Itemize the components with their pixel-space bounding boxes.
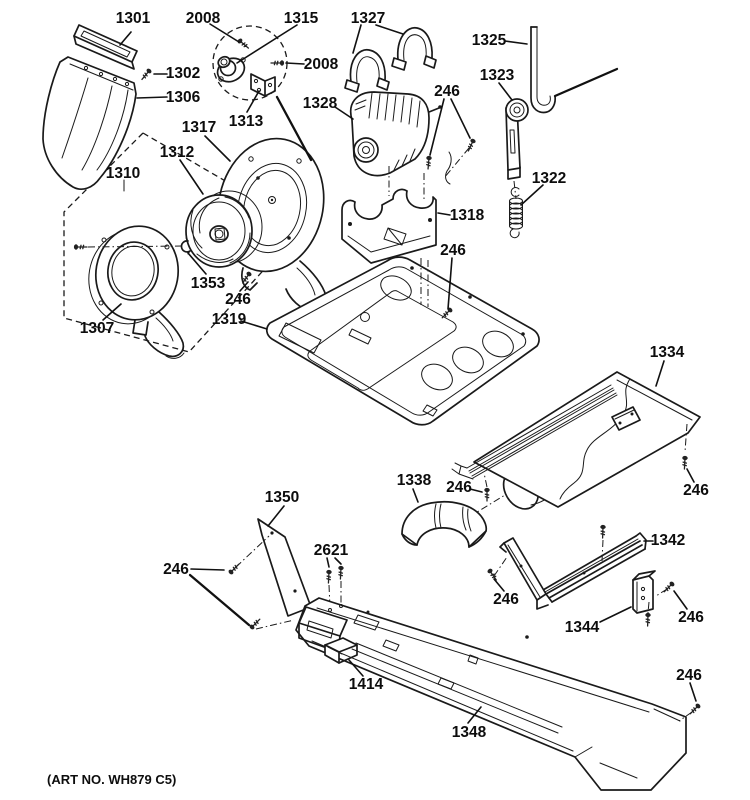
callout-246-bracket: 246 (678, 609, 704, 626)
screw-246-blower (242, 271, 252, 284)
screw-2008-left (237, 38, 250, 49)
callout-1307: 1307 (80, 320, 114, 337)
callout-246-left: 246 (163, 561, 189, 578)
screw-246-bracket-bottom (645, 612, 651, 627)
callout-1322: 1322 (532, 170, 566, 187)
callout-1353: 1353 (191, 275, 226, 292)
callout-1323: 1323 (480, 67, 515, 84)
callout-1414: 1414 (349, 676, 384, 693)
callout-1312: 1312 (160, 144, 194, 161)
screw-246-duct (484, 487, 490, 502)
callout-1325: 1325 (472, 32, 507, 49)
part-1325-drive-belt (530, 26, 619, 114)
callout-1348: 1348 (452, 724, 487, 741)
part-1344-bracket (632, 570, 668, 614)
callout-1338: 1338 (397, 472, 432, 489)
callout-1318: 1318 (450, 207, 485, 224)
assembly-line-246-bottom (678, 711, 693, 722)
screw-246-platform (441, 307, 453, 319)
part-1319-platform (266, 256, 540, 426)
part-1322-idler-spring (509, 187, 523, 239)
part-1306-lint-chute (42, 56, 137, 190)
assembly-line-246-motor (443, 147, 470, 179)
callout-246-bottom-right: 246 (676, 667, 702, 684)
screw-246-rail-left (487, 568, 497, 581)
screw-246-motor-right (467, 138, 476, 152)
part-1342-rail (493, 532, 647, 610)
callout-1315: 1315 (284, 10, 319, 27)
callout-1350: 1350 (265, 489, 299, 506)
callout-1319: 1319 (212, 311, 247, 328)
part-1414-block (324, 637, 358, 664)
callout-labels: 1301 2008 1315 1327 1325 1302 2008 1323 … (80, 10, 710, 741)
leader-lines (102, 23, 697, 724)
callout-1328: 1328 (303, 95, 338, 112)
callout-1342: 1342 (651, 532, 685, 549)
screws-2621 (326, 565, 344, 609)
screw-246-plate (228, 563, 240, 575)
part-1328-drive-motor (349, 91, 452, 201)
part-1318-heater-bracket (341, 188, 437, 264)
callout-2621: 2621 (314, 542, 349, 559)
screw-246-panel-right (682, 455, 688, 470)
part-1301-seal-strip (73, 24, 138, 70)
callout-246-rail: 246 (493, 591, 519, 608)
callout-1306: 1306 (166, 89, 201, 106)
part-1334-duct-panel (451, 371, 701, 518)
callout-246-platform: 246 (440, 242, 466, 259)
callout-2008-right: 2008 (304, 56, 339, 73)
part-1350-diverter-plate (235, 518, 312, 630)
screw-1302 (141, 68, 152, 81)
leader-bearing-to-housing (275, 95, 313, 162)
callout-246-motor: 246 (434, 83, 460, 100)
callout-1327: 1327 (351, 10, 385, 27)
assembly-axis-blower (87, 245, 185, 248)
callout-246-blower: 246 (225, 291, 251, 308)
part-1348-base-panel (295, 597, 687, 791)
callout-1302: 1302 (166, 65, 200, 82)
callout-1310: 1310 (106, 165, 140, 182)
callout-1317: 1317 (182, 119, 216, 136)
part-1307-blower-cover (88, 225, 185, 359)
screw-246-rail-top (600, 524, 606, 539)
part-1338-elbow-duct (401, 500, 488, 548)
screw-cover-mount (73, 244, 88, 250)
screw-246-motor-left (426, 155, 432, 170)
screw-246-bracket (663, 581, 675, 593)
screw-246-base-left (249, 618, 261, 630)
callout-246-panel-right: 246 (683, 482, 709, 499)
callout-1313: 1313 (229, 113, 264, 130)
part-1323-idler-arm (505, 98, 529, 200)
screw-2008-right (270, 60, 285, 66)
art-number: (ART NO. WH879 C5) (47, 772, 176, 787)
callout-2008-top: 2008 (186, 10, 221, 27)
part-1312-blower-wheel (185, 190, 263, 268)
part-1327-motor-straps (344, 27, 437, 93)
callout-1334: 1334 (650, 344, 685, 361)
callout-246-duct: 246 (446, 479, 472, 496)
callout-1301: 1301 (116, 10, 151, 27)
callout-1344: 1344 (565, 619, 600, 636)
